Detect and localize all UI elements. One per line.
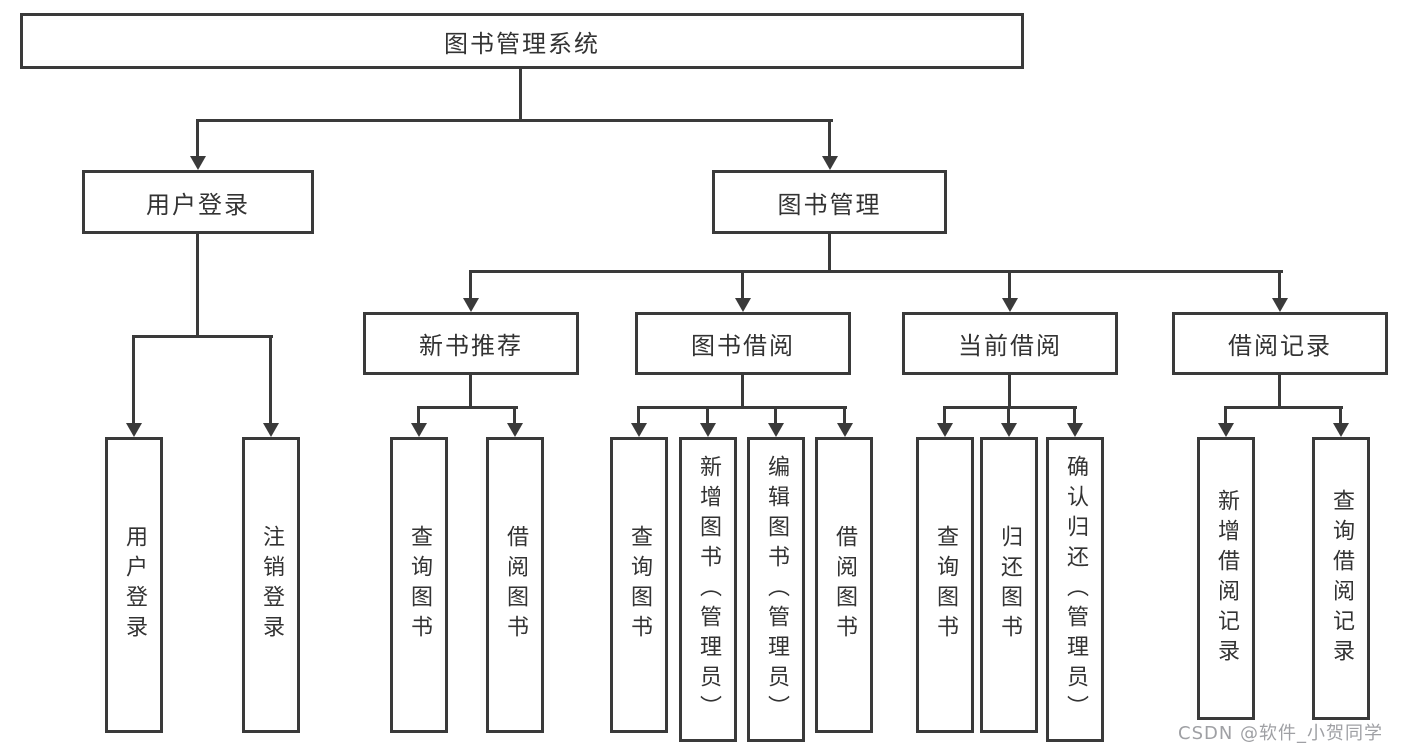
connector-line	[196, 119, 833, 122]
leaf-user-login: 用户登录	[105, 437, 163, 733]
node-label: 查询图书	[627, 525, 652, 645]
node-label: 查询图书	[933, 525, 958, 645]
leaf-confirm-return-admin: 确认归还（管理员）	[1046, 437, 1104, 742]
node-label: 编辑图书（管理员）	[764, 454, 789, 725]
leaf-borrow-books-recommend: 借阅图书	[486, 437, 544, 733]
connector-line	[943, 406, 1077, 409]
leaf-add-book-admin: 新增图书（管理员）	[679, 437, 737, 742]
arrowhead-down-icon	[1333, 423, 1349, 437]
arrowhead-down-icon	[1002, 298, 1018, 312]
connector-line	[417, 406, 420, 423]
connector-line	[706, 406, 709, 423]
connector-line	[637, 406, 847, 409]
arrowhead-down-icon	[768, 423, 784, 437]
arrowhead-down-icon	[411, 423, 427, 437]
connector-line	[132, 335, 135, 423]
node-library-management-system: 图书管理系统	[20, 13, 1024, 69]
connector-line	[132, 335, 273, 338]
leaf-edit-book-admin: 编辑图书（管理员）	[747, 437, 805, 742]
arrowhead-down-icon	[507, 423, 523, 437]
node-label: 当前借阅	[958, 332, 1062, 360]
connector-line	[637, 406, 640, 423]
connector-line	[196, 234, 199, 335]
connector-line	[1339, 406, 1342, 423]
node-user-login-branch: 用户登录	[82, 170, 314, 234]
connector-line	[741, 375, 744, 406]
arrowhead-down-icon	[190, 156, 206, 170]
node-label: 用户登录	[146, 190, 250, 219]
arrowhead-down-icon	[1218, 423, 1234, 437]
node-label: 新书推荐	[419, 332, 523, 360]
csdn-watermark: CSDN @软件_小贺同学	[1178, 723, 1384, 744]
node-label: 图书管理系统	[444, 29, 600, 58]
connector-line	[513, 406, 516, 423]
leaf-query-books-borrowing: 查询图书	[610, 437, 668, 733]
connector-line	[1278, 375, 1281, 406]
node-label: 注销登录	[259, 525, 284, 645]
arrowhead-down-icon	[126, 423, 142, 437]
arrowhead-down-icon	[837, 423, 853, 437]
connector-line	[1224, 406, 1227, 423]
connector-line	[469, 270, 472, 298]
leaf-query-books-recommend: 查询图书	[390, 437, 448, 733]
connector-line	[1073, 406, 1076, 423]
arrowhead-down-icon	[631, 423, 647, 437]
connector-line	[1008, 375, 1011, 406]
node-label: 借阅记录	[1228, 332, 1332, 360]
connector-line	[774, 406, 777, 423]
arrowhead-down-icon	[700, 423, 716, 437]
arrowhead-down-icon	[1272, 298, 1288, 312]
connector-line	[469, 375, 472, 406]
connector-line	[1224, 406, 1343, 409]
connector-line	[943, 406, 946, 423]
leaf-query-books-current: 查询图书	[916, 437, 974, 733]
leaf-logout: 注销登录	[242, 437, 300, 733]
node-book-borrowing: 图书借阅	[635, 312, 851, 375]
leaf-query-borrow-record: 查询借阅记录	[1312, 437, 1370, 720]
node-book-management: 图书管理	[712, 170, 947, 234]
connector-line	[741, 270, 744, 298]
node-borrowing-records: 借阅记录	[1172, 312, 1388, 375]
leaf-add-borrow-record: 新增借阅记录	[1197, 437, 1255, 720]
connector-line	[519, 69, 522, 119]
leaf-return-book: 归还图书	[980, 437, 1038, 733]
arrowhead-down-icon	[263, 423, 279, 437]
connector-line	[843, 406, 846, 423]
connector-line	[417, 406, 518, 409]
node-new-book-recommend: 新书推荐	[363, 312, 579, 375]
connector-line	[1278, 270, 1281, 298]
arrowhead-down-icon	[735, 298, 751, 312]
arrowhead-down-icon	[822, 156, 838, 170]
arrowhead-down-icon	[463, 298, 479, 312]
node-label: 借阅图书	[503, 525, 528, 645]
connector-line	[1007, 406, 1010, 423]
connector-line	[469, 270, 1283, 273]
node-label: 查询借阅记录	[1329, 488, 1354, 669]
connector-line	[828, 119, 831, 158]
node-label: 图书管理	[777, 190, 882, 219]
leaf-borrow-books-borrowing: 借阅图书	[815, 437, 873, 733]
connector-line	[1008, 270, 1011, 298]
arrowhead-down-icon	[1067, 423, 1083, 437]
connector-line	[828, 234, 831, 270]
node-label: 借阅图书	[832, 525, 857, 645]
node-label: 用户登录	[122, 525, 147, 645]
node-label: 图书借阅	[691, 332, 795, 360]
arrowhead-down-icon	[1001, 423, 1017, 437]
node-label: 归还图书	[997, 525, 1022, 645]
connector-line	[196, 119, 199, 158]
node-label: 新增借阅记录	[1214, 488, 1239, 669]
node-label: 确认归还（管理员）	[1063, 454, 1088, 725]
node-label: 新增图书（管理员）	[696, 454, 721, 725]
arrowhead-down-icon	[937, 423, 953, 437]
node-current-borrowing: 当前借阅	[902, 312, 1118, 375]
node-label: 查询图书	[407, 525, 432, 645]
connector-line	[269, 335, 272, 423]
